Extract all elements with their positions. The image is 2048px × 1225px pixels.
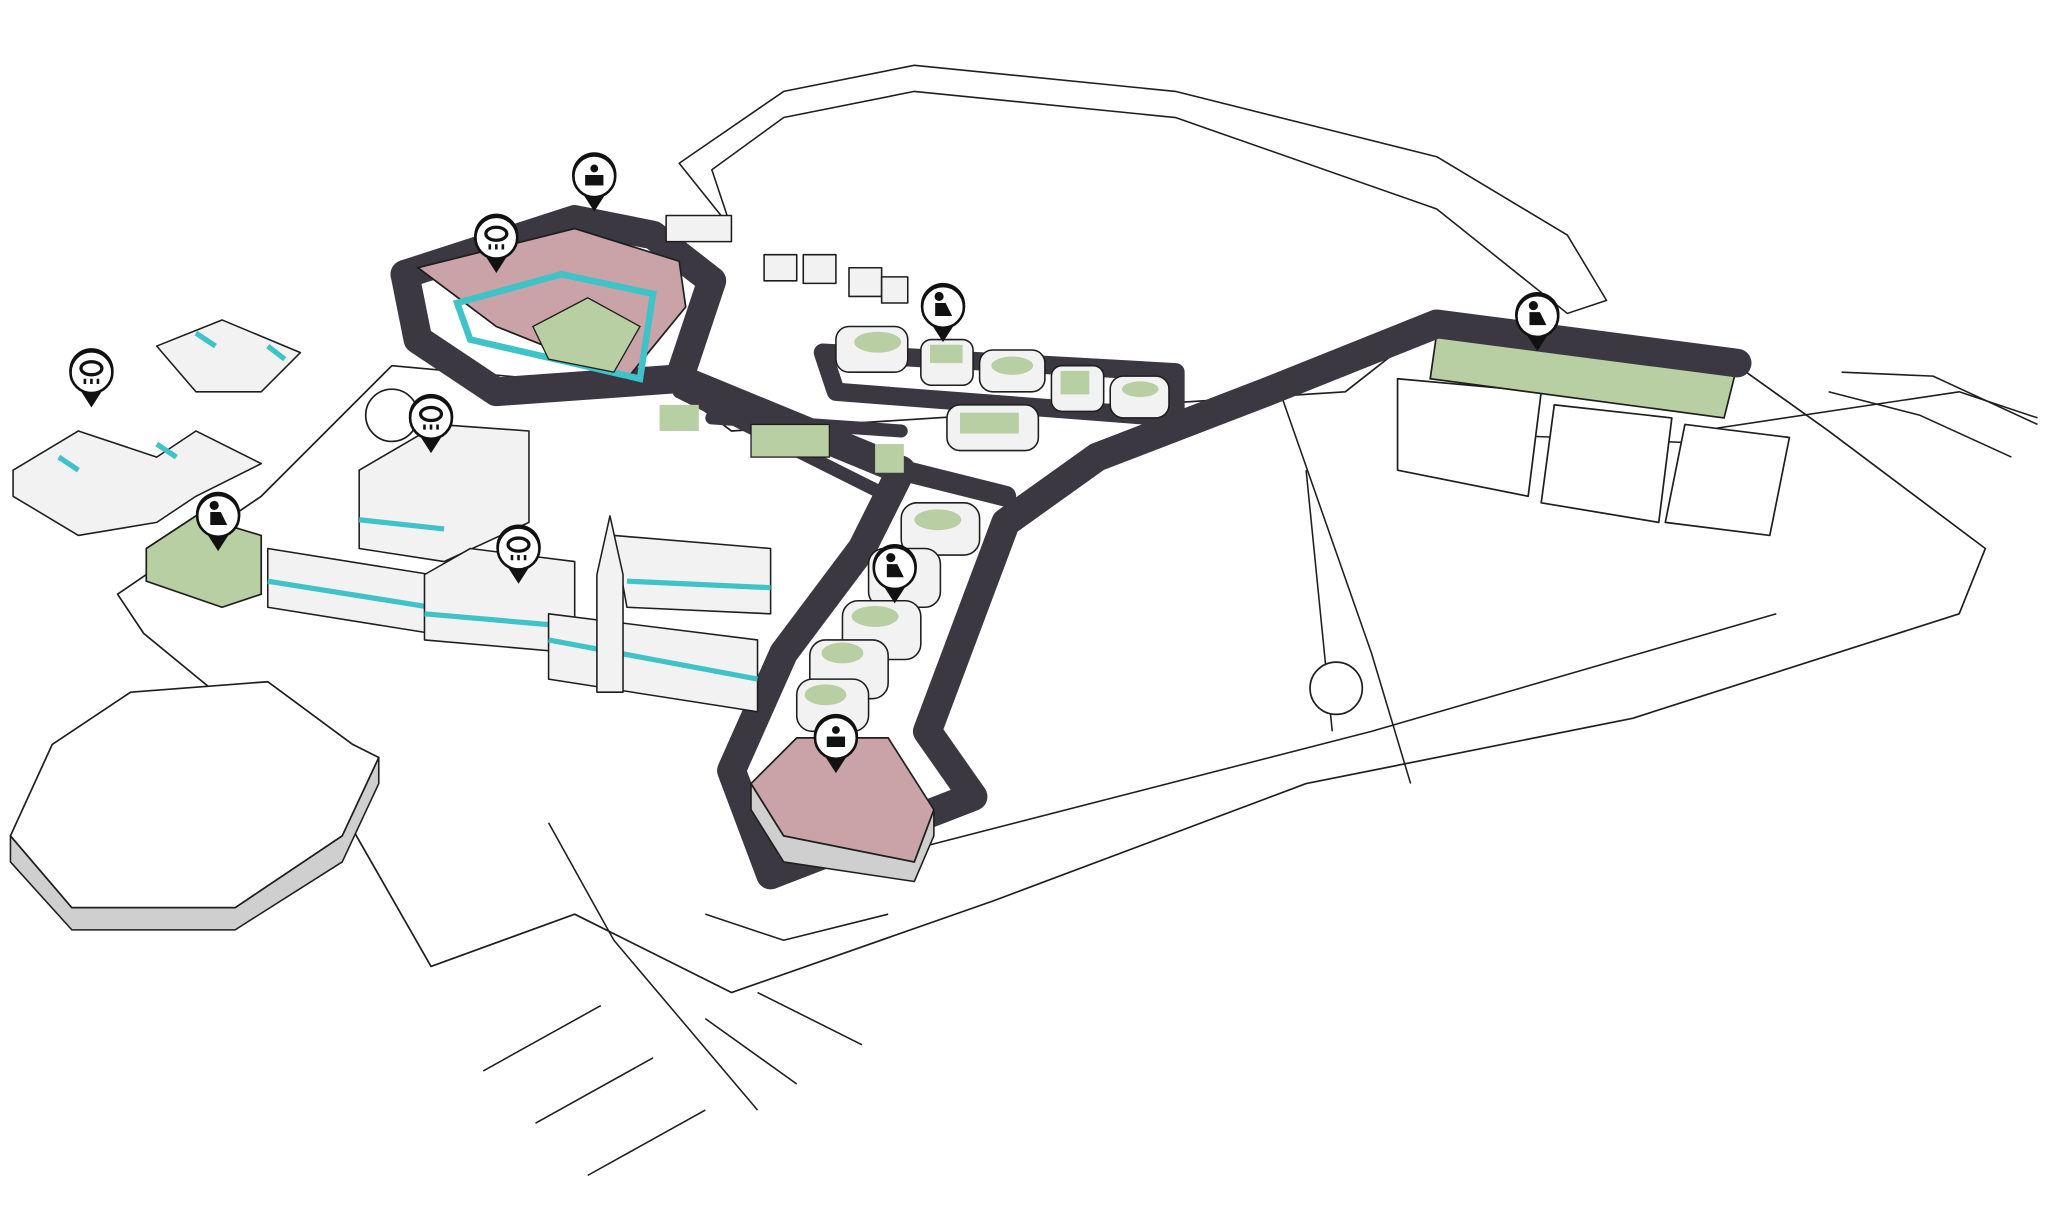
- marker-solar-2[interactable]: [812, 712, 860, 775]
- marker-solar-1[interactable]: [570, 150, 618, 213]
- marker-rain-4[interactable]: [495, 523, 543, 586]
- marker-person-2[interactable]: [919, 281, 967, 344]
- marker-person-1[interactable]: [194, 490, 242, 553]
- south-block: [749, 737, 935, 883]
- rain-cloud-icon: [484, 225, 509, 250]
- sports-fields: [1396, 377, 1791, 537]
- solar-panel-icon: [585, 164, 604, 186]
- marker-rain-1[interactable]: [472, 212, 520, 275]
- historic-buildings: [145, 388, 772, 713]
- courtyard-block: [416, 227, 687, 383]
- marker-rain-2[interactable]: [67, 346, 115, 409]
- cluster-housing: [12, 319, 302, 537]
- rain-cloud-icon: [506, 536, 531, 561]
- person-sitting-icon: [1528, 301, 1547, 326]
- marker-rain-3[interactable]: [407, 392, 455, 455]
- marker-person-3[interactable]: [1513, 290, 1561, 353]
- solar-panel-icon: [826, 726, 846, 748]
- person-sitting-icon: [934, 291, 953, 317]
- octagon-plaza: [9, 680, 380, 931]
- rain-cloud-icon: [79, 360, 104, 384]
- person-sitting-icon: [209, 500, 228, 525]
- small-houses: [665, 214, 909, 304]
- rain-cloud-icon: [418, 405, 444, 430]
- green-roof-buildings: [659, 325, 1170, 473]
- marker-person-4[interactable]: [871, 542, 919, 605]
- person-sitting-icon: [886, 553, 904, 578]
